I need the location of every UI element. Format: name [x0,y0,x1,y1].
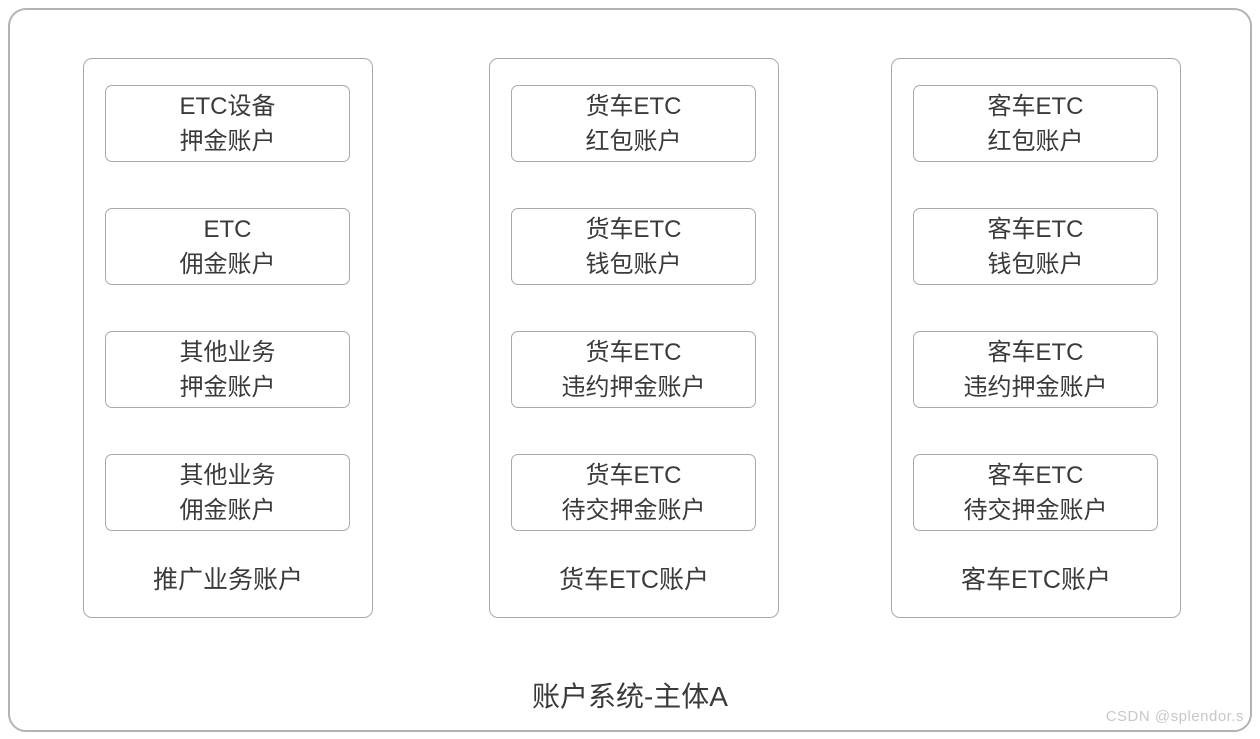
group-bus-etc-accounts: 客车ETC 红包账户 客车ETC 钱包账户 客车ETC 违约押金账户 客车ETC… [891,58,1181,618]
account-name-line: 钱包账户 [585,250,682,278]
truck-etc-penalty-deposit-account-box: 货车ETC 违约押金账户 [511,331,756,408]
diagram-title: 账户系统-主体A [531,681,728,712]
bus-etc-penalty-deposit-account-box: 客车ETC 违约押金账户 [913,331,1158,408]
account-name-line: 红包账户 [987,127,1084,155]
outer-frame: ETC设备 押金账户 ETC 佣金账户 其他业务 押金账户 其他业务 佣金账户 … [8,8,1252,732]
account-name-line: 押金账户 [179,373,276,401]
other-business-deposit-account-box: 其他业务 押金账户 [105,331,350,408]
bus-etc-pending-deposit-account-box: 客车ETC 待交押金账户 [913,454,1158,531]
account-name-line: 其他业务 [179,461,276,489]
account-name-line: ETC [203,215,252,243]
account-name-line: 佣金账户 [179,250,276,278]
account-name-line: 客车ETC [987,215,1084,243]
account-name-line: 客车ETC [987,461,1084,489]
account-name-line: 货车ETC [585,338,682,366]
etc-device-deposit-account-box: ETC设备 押金账户 [105,85,350,162]
account-name-line: 客车ETC [987,92,1084,120]
account-name-line: 货车ETC [585,92,682,120]
group-label-truck-etc: 货车ETC账户 [558,566,709,594]
bus-etc-wallet-account-box: 客车ETC 钱包账户 [913,208,1158,285]
account-name-line: 违约押金账户 [963,373,1108,401]
account-name-line: 待交押金账户 [561,496,706,524]
account-name-line: 货车ETC [585,461,682,489]
bus-etc-redpacket-account-box: 客车ETC 红包账户 [913,85,1158,162]
account-name-line: ETC设备 [179,92,276,120]
account-name-line: 其他业务 [179,338,276,366]
account-name-line: 违约押金账户 [561,373,706,401]
etc-commission-account-box: ETC 佣金账户 [105,208,350,285]
account-name-line: 钱包账户 [987,250,1084,278]
account-name-line: 待交押金账户 [963,496,1108,524]
other-business-commission-account-box: 其他业务 佣金账户 [105,454,350,531]
account-name-line: 押金账户 [179,127,276,155]
account-name-line: 客车ETC [987,338,1084,366]
csdn-watermark: CSDN @splendor.s [1105,708,1244,725]
account-name-line: 佣金账户 [179,496,276,524]
account-name-line: 货车ETC [585,215,682,243]
account-name-line: 红包账户 [585,127,682,155]
group-truck-etc-accounts: 货车ETC 红包账户 货车ETC 钱包账户 货车ETC 违约押金账户 货车ETC… [489,58,779,618]
truck-etc-wallet-account-box: 货车ETC 钱包账户 [511,208,756,285]
group-label-promotion: 推广业务账户 [152,566,303,594]
truck-etc-pending-deposit-account-box: 货车ETC 待交押金账户 [511,454,756,531]
truck-etc-redpacket-account-box: 货车ETC 红包账户 [511,85,756,162]
group-promotion-business-accounts: ETC设备 押金账户 ETC 佣金账户 其他业务 押金账户 其他业务 佣金账户 … [83,58,373,618]
group-label-bus-etc: 客车ETC账户 [960,566,1111,594]
